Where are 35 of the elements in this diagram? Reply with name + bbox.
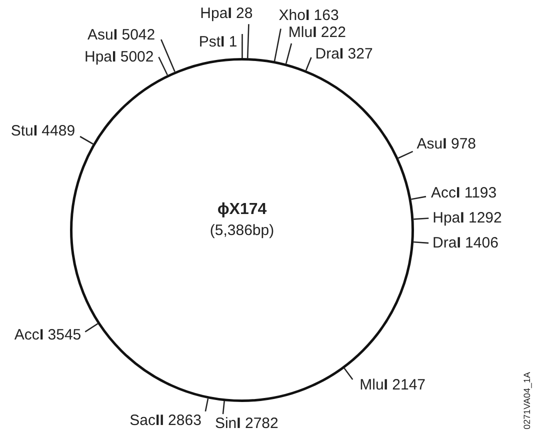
site-label: SinI 2782 (214, 415, 278, 432)
plasmid-name: ϕX174 (217, 200, 267, 219)
site-label: AccI 1193 (430, 184, 497, 202)
plasmid-size: (5,386bp) (210, 222, 274, 239)
leader-line (204, 398, 209, 412)
site-label: PstI 1 (198, 34, 238, 50)
site-label: DraI 327 (315, 46, 373, 63)
leader-line (274, 28, 282, 62)
site-label: MluI 222 (288, 24, 346, 42)
leader-line (414, 241, 429, 244)
leader-line (246, 24, 250, 58)
site-label: HpaI 5002 (84, 48, 154, 66)
site-label: XhoI 163 (278, 6, 339, 24)
leader-line (305, 57, 312, 71)
site-label: MluI 2147 (360, 376, 426, 394)
leader-line (411, 196, 426, 200)
leader-line (398, 150, 414, 159)
leader-line (242, 34, 243, 58)
site-label: AsuI 978 (416, 136, 476, 153)
leader-line (158, 56, 168, 76)
site-label: StuI 4489 (10, 122, 76, 139)
leader-line (80, 136, 94, 145)
site-label: AsuI 5042 (88, 26, 156, 44)
site-label: DraI 1406 (432, 234, 498, 252)
site-label: HpaI 28 (200, 5, 253, 22)
leader-line (222, 401, 225, 414)
leader-line (344, 368, 354, 380)
leader-line (84, 323, 98, 332)
leader-line (160, 39, 176, 72)
leader-line (285, 43, 292, 64)
site-label: SacII 2863 (130, 412, 202, 430)
site-label: AccI 3545 (14, 326, 82, 344)
leader-line (414, 218, 429, 220)
figure-code: 0271VA04_1A (522, 372, 532, 430)
site-label: HpaI 1292 (432, 210, 502, 227)
